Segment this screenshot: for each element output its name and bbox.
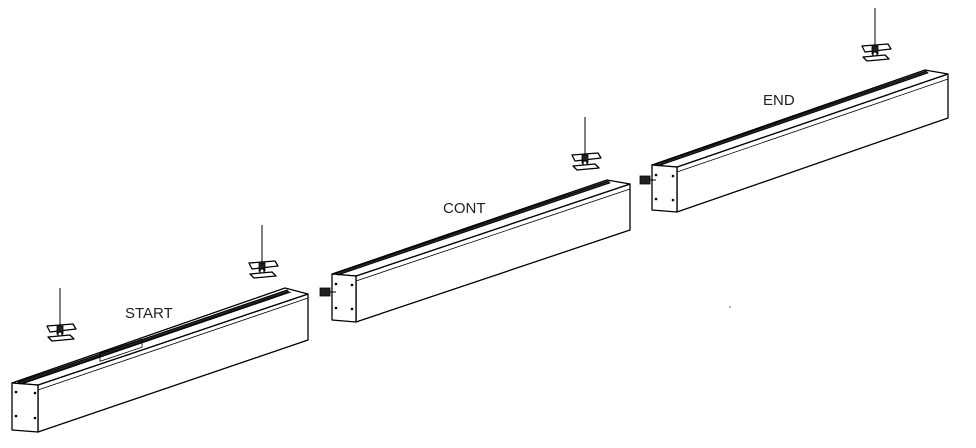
label-start: START bbox=[125, 305, 173, 322]
label-cont: CONT bbox=[443, 200, 486, 217]
hanger-start-left bbox=[46, 287, 77, 342]
fixture-start bbox=[11, 287, 309, 433]
hanger-start-right bbox=[248, 224, 279, 279]
label-end: END bbox=[763, 92, 795, 109]
fixture-cont bbox=[331, 179, 631, 323]
hanger-end bbox=[861, 7, 892, 62]
hanger-cont bbox=[571, 116, 602, 171]
fixture-end bbox=[651, 69, 949, 213]
